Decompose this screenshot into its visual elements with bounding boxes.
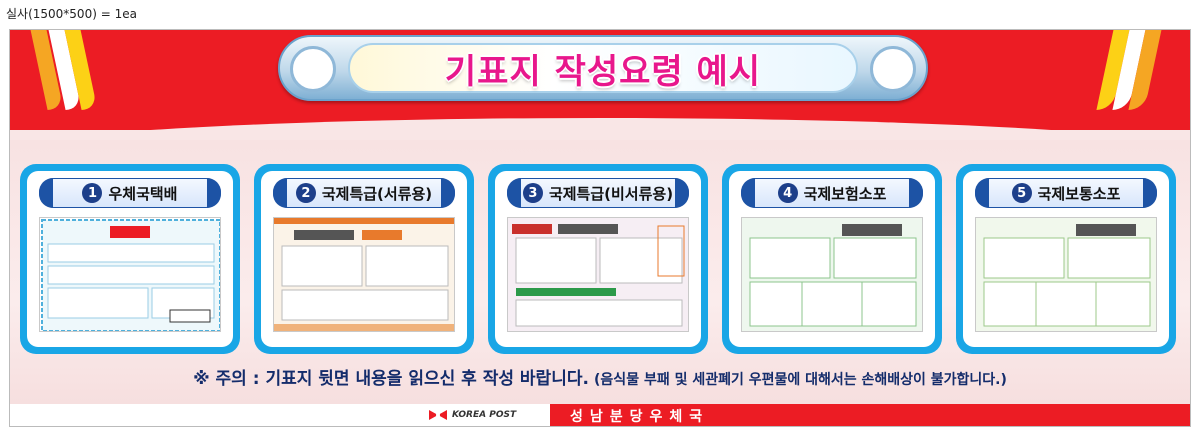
- card-header: 4 국제보험소포: [741, 178, 923, 208]
- caption-text: 실사(1500*500) = 1ea: [6, 7, 137, 21]
- waybill-form-image: [741, 217, 923, 332]
- number-badge: 1: [82, 183, 103, 203]
- number-badge: 3: [522, 183, 543, 203]
- warning-notice: ※ 주의 : 기표지 뒷면 내용을 읽으신 후 작성 바랍니다. (음식물 부패…: [10, 364, 1190, 389]
- number-badge: 4: [777, 183, 798, 203]
- card-intl-insured-parcel: 4 국제보험소포: [722, 164, 942, 354]
- page-title: 기표지 작성요령 예시: [444, 51, 762, 92]
- card-label: 국제특급(비서류용): [548, 184, 674, 203]
- korea-post-text: KOREA POST: [452, 410, 517, 420]
- card-intl-ordinary-parcel: 5 국제보통소포: [956, 164, 1176, 354]
- plate-hole-right: [870, 46, 916, 92]
- number-badge: 5: [1011, 183, 1032, 203]
- card-header: 1 우체국택배: [39, 178, 221, 208]
- korea-post-emblem-icon: [429, 410, 447, 420]
- plate-hole-left: [290, 46, 336, 92]
- korea-post-logo: KOREA POST: [428, 408, 516, 422]
- card-header: 5 국제보통소포: [975, 178, 1157, 208]
- card-label: 우체국택배: [108, 184, 178, 203]
- card-label: 국제보험소포: [803, 184, 887, 203]
- waybill-form-image: [507, 217, 689, 332]
- card-ems-documents: 2 국제특급(서류용): [254, 164, 474, 354]
- waybill-form-image: [975, 217, 1157, 332]
- card-ems-non-documents: 3 국제특급(비서류용): [488, 164, 708, 354]
- card-label: 국제특급(서류용): [321, 184, 433, 203]
- card-label: 국제보통소포: [1037, 184, 1121, 203]
- waybill-form-image: [39, 217, 221, 332]
- card-header: 3 국제특급(비서류용): [507, 178, 689, 208]
- warning-main-text: ※ 주의 : 기표지 뒷면 내용을 읽으신 후 작성 바랍니다.: [193, 369, 589, 389]
- footer-bar: KOREA POST 성남분당우체국: [10, 404, 1190, 426]
- card-domestic-parcel: 1 우체국택배: [20, 164, 240, 354]
- number-badge: 2: [295, 183, 316, 203]
- banner: 기표지 작성요령 예시 1 우체국택배: [9, 29, 1191, 427]
- card-header: 2 국제특급(서류용): [273, 178, 455, 208]
- title-plate: 기표지 작성요령 예시: [278, 35, 928, 101]
- waybill-form-image: [273, 217, 455, 332]
- warning-sub-text: (음식물 부패 및 세관폐기 우편물에 대해서는 손해배상이 불가합니다.): [594, 372, 1007, 388]
- post-office-name: 성남분당우체국: [570, 409, 710, 425]
